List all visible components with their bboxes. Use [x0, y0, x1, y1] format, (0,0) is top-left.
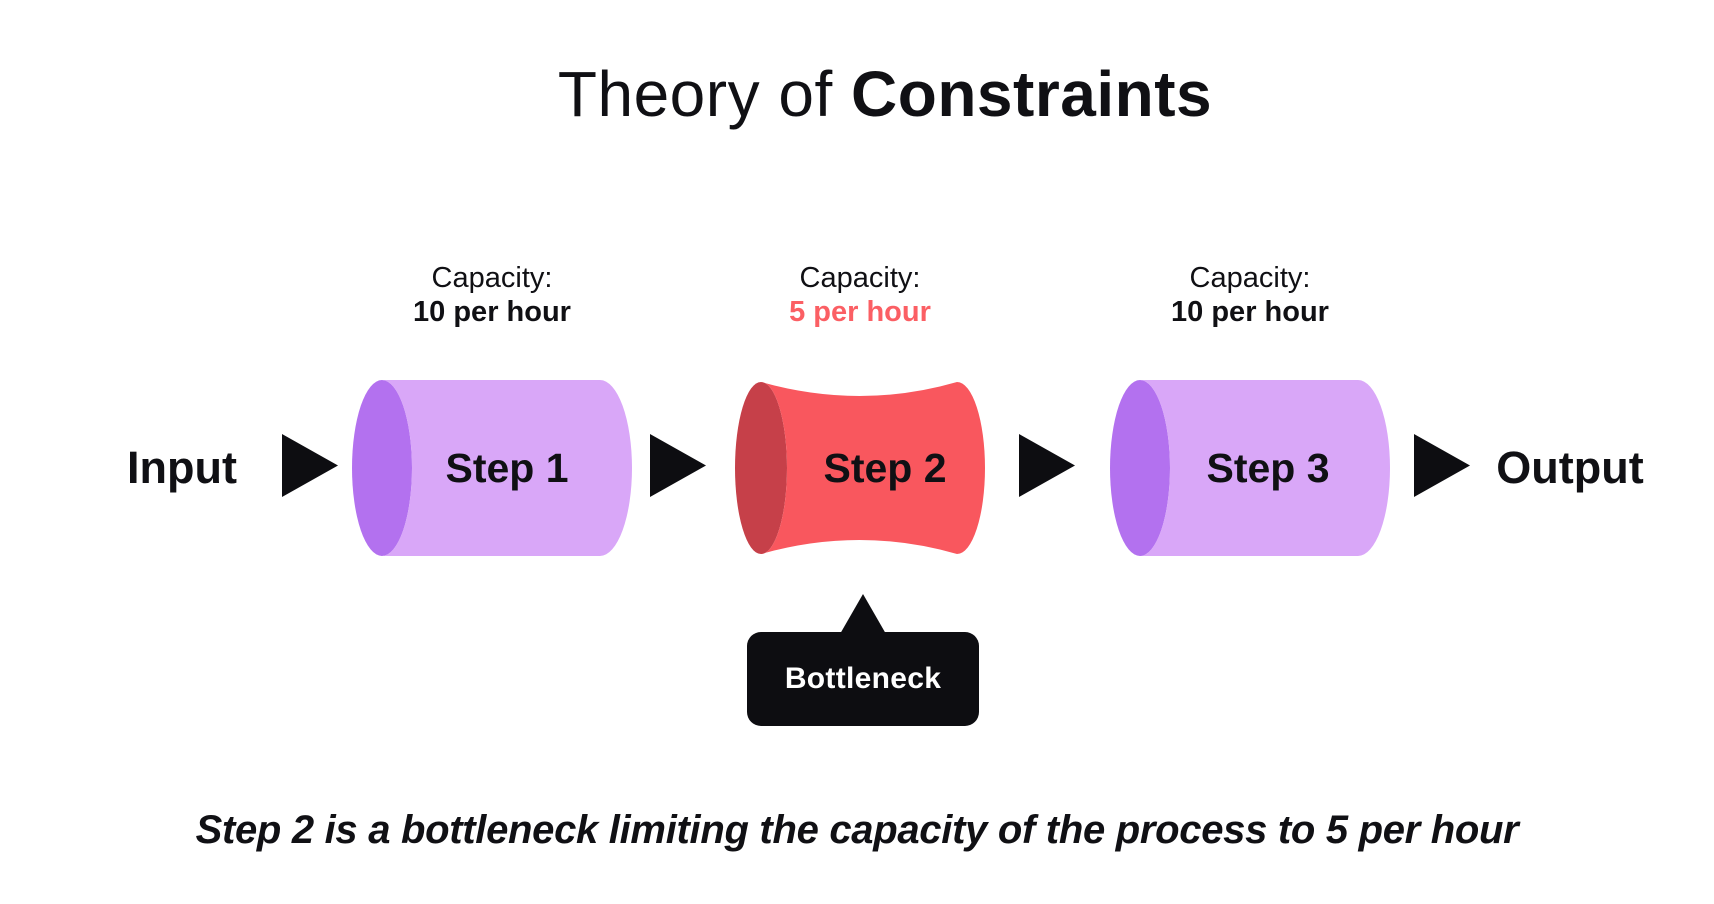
step3-capacity: Capacity: 10 per hour: [1100, 261, 1400, 329]
flow-arrow-icon-2: [650, 434, 706, 497]
step3-label: Step 3: [1206, 445, 1330, 491]
step3-capacity-value: 10 per hour: [1171, 296, 1329, 328]
step2-capacity: Capacity: 5 per hour: [710, 261, 1010, 329]
flow-arrow-icon-4: [1414, 434, 1470, 497]
caption: Step 2 is a bottleneck limiting the capa…: [195, 808, 1519, 852]
arrow-triangle: [1414, 434, 1470, 497]
step2-body: [761, 382, 985, 554]
callout-pointer-icon: [840, 594, 886, 634]
step1-capacity-value: 10 per hour: [413, 296, 571, 328]
step2-cylinder-bottleneck: [735, 382, 985, 554]
bottleneck-callout-label: Bottleneck: [784, 662, 942, 695]
step3-capacity-label: Capacity:: [1189, 262, 1311, 294]
callout-pointer-triangle: [840, 594, 886, 634]
title-regular-part: Theory of: [557, 58, 852, 130]
step3-body: [1140, 380, 1390, 556]
step2-end-cap: [735, 382, 787, 554]
page-title: Theory of Constraints: [0, 58, 1714, 130]
step1-label: Step 1: [445, 445, 569, 491]
step3-cylinder: [1110, 380, 1390, 556]
step3-end-cap: [1110, 380, 1170, 556]
title-bold-part: Constraints: [851, 58, 1213, 130]
step1-cylinder: [352, 380, 632, 556]
flow-arrow-icon-1: [282, 434, 338, 497]
step1-body: [382, 380, 632, 556]
step2-capacity-label: Capacity:: [799, 262, 921, 294]
arrow-triangle: [282, 434, 338, 497]
step1-capacity: Capacity: 10 per hour: [342, 261, 642, 329]
step1-end-cap: [352, 380, 412, 556]
flow-arrow-icon-3: [1019, 434, 1075, 497]
bottleneck-callout: Bottleneck: [747, 594, 979, 726]
step1-capacity-label: Capacity:: [431, 262, 553, 294]
step2-label: Step 2: [823, 445, 947, 491]
step2-capacity-value: 5 per hour: [789, 296, 931, 328]
arrow-triangle: [1019, 434, 1075, 497]
arrow-triangle: [650, 434, 706, 497]
input-label: Input: [127, 442, 237, 493]
output-label: Output: [1496, 442, 1644, 493]
